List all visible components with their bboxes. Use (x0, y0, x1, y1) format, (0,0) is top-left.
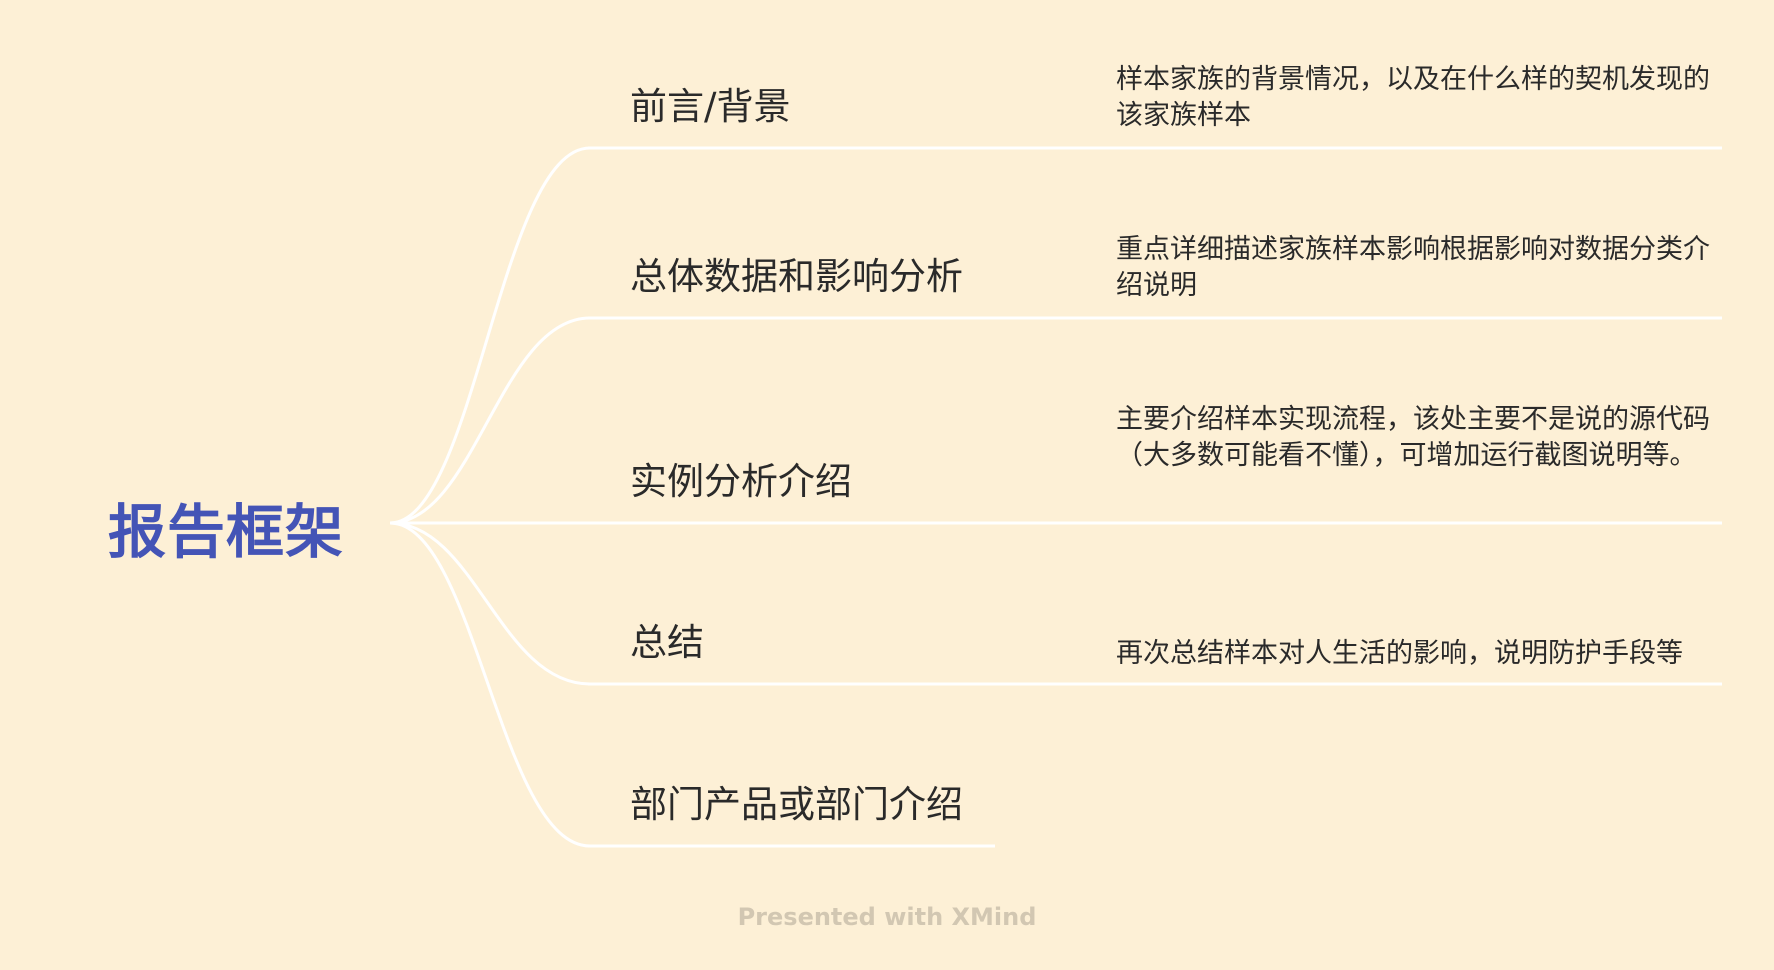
branch-topic-preface[interactable]: 前言/背景 (630, 85, 791, 128)
branch-desc-case-analysis: 主要介绍样本实现流程，该处主要不是说的源代码（大多数可能看不懂），可增加运行截图… (1116, 404, 1710, 471)
root-topic[interactable]: 报告框架 (108, 498, 345, 566)
connector-branch-1 (389, 146, 591, 525)
branch-desc-preface: 样本家族的背景情况，以及在什么样的契机发现的该家族样本 (1116, 64, 1710, 131)
connector-branch-2 (389, 316, 591, 525)
connector-branch-4 (389, 521, 591, 686)
branch-topic-overall-data[interactable]: 总体数据和影响分析 (630, 255, 963, 298)
branch-desc-summary: 再次总结样本对人生活的影响，说明防护手段等 (1116, 638, 1683, 669)
branch-topic-summary[interactable]: 总结 (630, 621, 704, 664)
branch-topic-case-analysis[interactable]: 实例分析介绍 (630, 460, 852, 503)
footer-credit: Presented with XMind (737, 903, 1037, 931)
connector-branch-5 (389, 521, 591, 848)
branch-topic-department[interactable]: 部门产品或部门介绍 (630, 783, 963, 826)
branch-desc-overall-data: 重点详细描述家族样本影响根据影响对数据分类介绍说明 (1116, 234, 1710, 301)
